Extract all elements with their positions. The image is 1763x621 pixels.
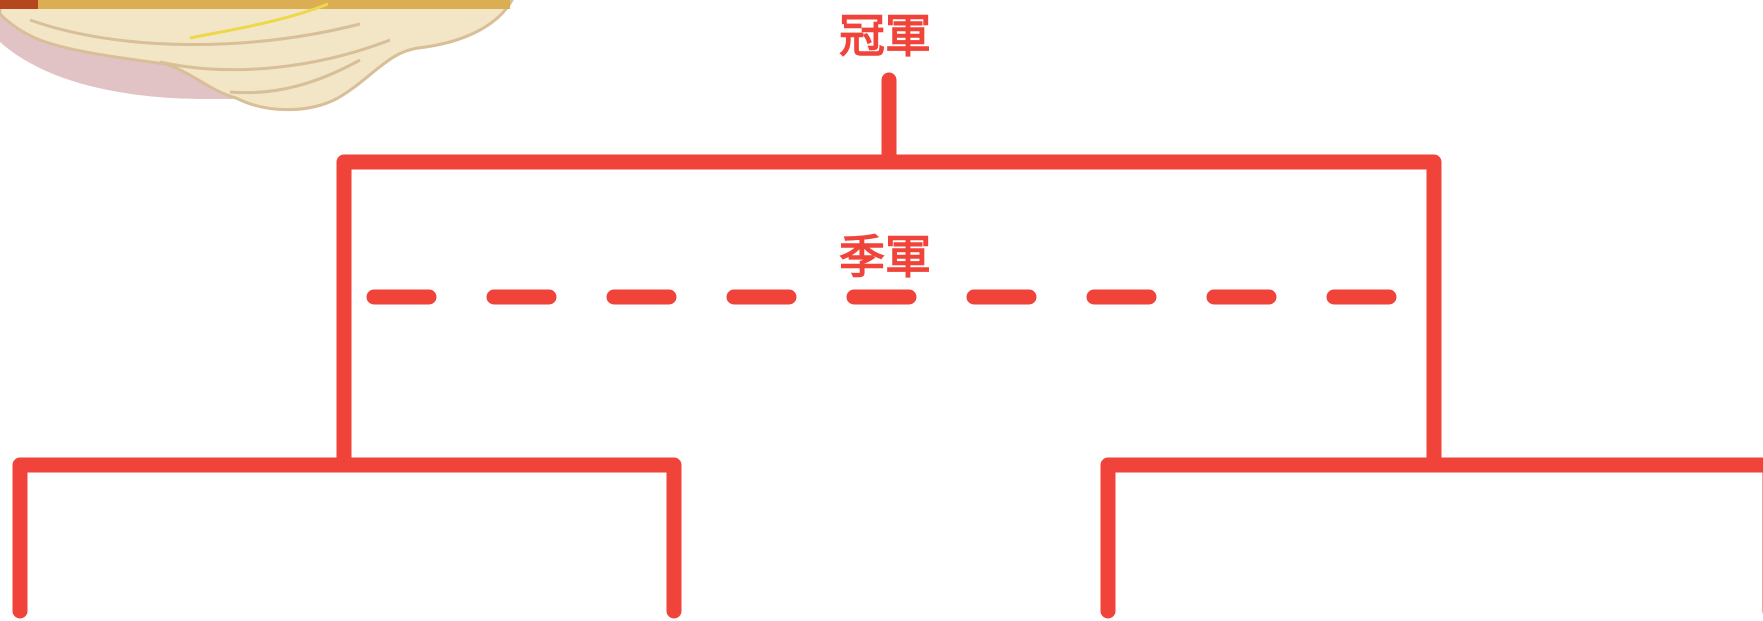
noodle-pile bbox=[0, 0, 514, 112]
bowl-rim bbox=[0, 0, 510, 9]
semifinal-right-bracket bbox=[1100, 457, 1763, 619]
semifinal-left-bracket bbox=[12, 457, 682, 619]
champion-label: 冠軍 bbox=[839, 9, 931, 63]
final-bracket bbox=[336, 154, 1442, 469]
noodle-highlight bbox=[189, 2, 329, 40]
third-place-label: 季軍 bbox=[839, 230, 931, 284]
bowl-rim-left bbox=[0, 0, 38, 9]
noodle-strand bbox=[29, 18, 361, 47]
noodle-strand bbox=[229, 58, 361, 95]
noodle-strand bbox=[159, 38, 391, 72]
noodle-bowl-icon bbox=[0, 0, 514, 112]
bracket-lines bbox=[12, 72, 1763, 619]
